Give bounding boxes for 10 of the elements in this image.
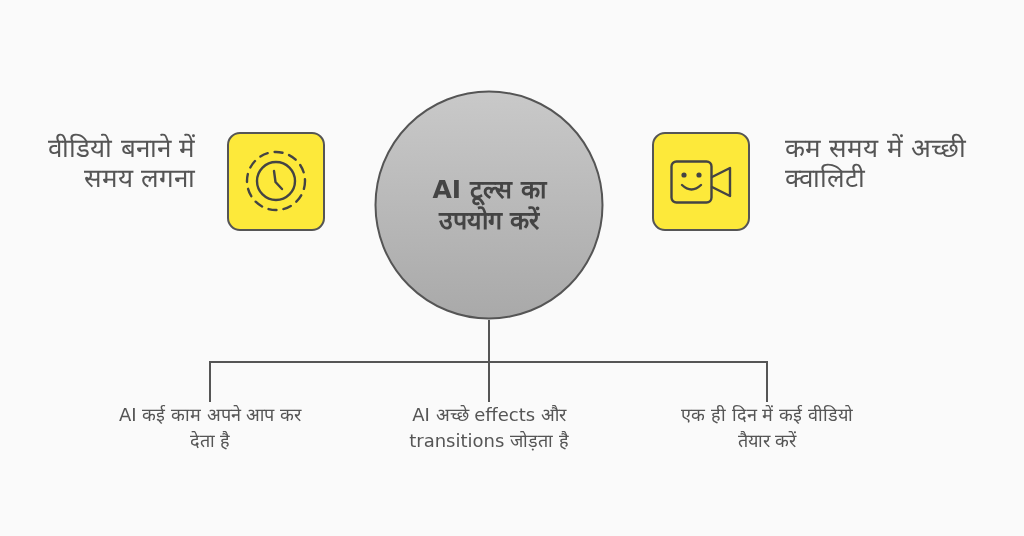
step-text: AI अच्छे effects और transitions जोड़ता है [389,402,589,454]
step-text: एक ही दिन में कई वीडियो तैयार करें [667,402,867,454]
icon-tile [227,132,325,231]
description-text: वीडियो बनाने में समय लगना [47,133,195,193]
step-text: AI कई काम अपने आप कर देता है [110,402,310,454]
topic-circle [374,90,604,320]
connector-line [488,319,768,403]
topic-text: AI टूल्स का उपयोग करें [431,174,548,236]
icon-tile [652,132,750,231]
description-text: कम समय में अच्छी क्वालिटी [785,133,967,193]
